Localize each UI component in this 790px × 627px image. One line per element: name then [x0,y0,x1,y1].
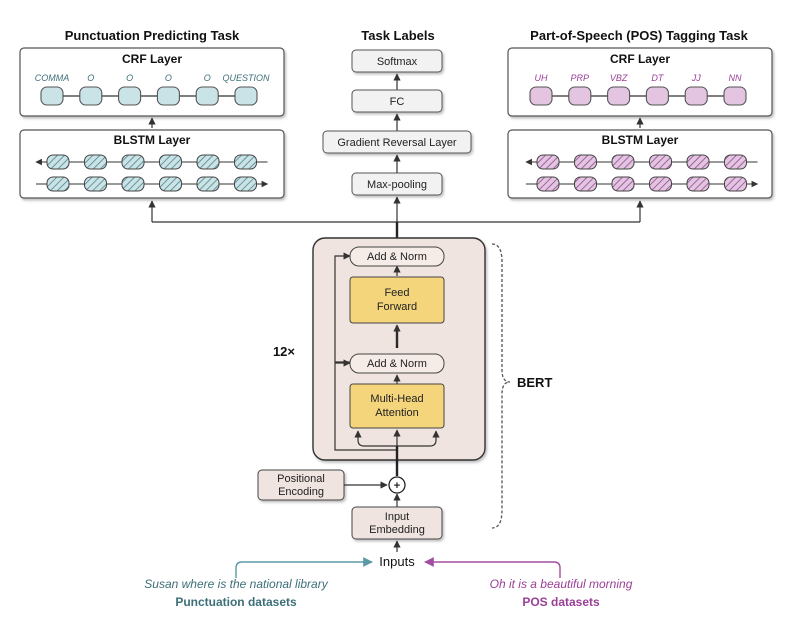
punct-crf-tag: COMMA [35,73,70,83]
pos-blstm-cell [649,176,672,192]
punct-crf-title: CRF Layer [122,52,182,66]
pos-crf-title: CRF Layer [610,52,670,66]
punct-crf-node [234,86,258,106]
punct-blstm-cell [159,176,182,192]
embedding-label-2: Embedding [369,524,425,536]
bert-label: BERT [517,375,552,390]
pos-crf-tag: NN [729,73,742,83]
fc-label: FC [390,96,405,108]
punct-crf-node [40,86,64,106]
punct-crf-node [118,86,142,106]
pos-blstm-cell [574,154,597,170]
pos-crf-tag: VBZ [610,73,628,83]
punct-blstm-cell [46,154,70,170]
add-norm-top-box: Add & Norm [349,246,445,267]
punct-blstm-cell [84,176,107,192]
punct-crf-node [79,86,103,106]
positional-encoding-box: Positional Encoding [257,469,345,501]
pos-task-title: Part-of-Speech (POS) Tagging Task [530,28,748,43]
feed-forward-box: Feed Forward [349,276,445,324]
punct-crf-node [156,86,180,106]
softmax-box: Softmax [351,49,443,73]
punct-dataset-arrow [235,557,373,578]
repeat-count: 12× [273,344,295,359]
pos-crf-tag: DT [651,73,664,83]
pos-crf-node [645,86,669,106]
pos-dataset-arrow [424,557,561,578]
pos-blstm-layer: BLSTM Layer [507,129,773,199]
punct-crf-tag: QUESTION [222,73,270,83]
pos-crf-node [529,86,553,106]
pos-blstm-cell [574,176,597,192]
pos-dataset-name: POS datasets [522,595,600,609]
pos-blstm-cell [686,176,710,192]
add-norm-top-label: Add & Norm [367,251,427,263]
punct-example-sentence: Susan where is the national library [144,577,328,591]
punct-blstm-cell [84,154,107,170]
max-pooling-label: Max-pooling [367,179,427,191]
pos-crf-node [684,86,708,106]
punct-crf-tag: O [126,73,133,83]
pos-blstm-title: BLSTM Layer [602,133,679,147]
punct-blstm-cell [196,154,220,170]
add-norm-bottom-box: Add & Norm [349,353,445,374]
pos-blstm-cell [536,176,560,192]
punct-blstm-cell [234,154,257,170]
punct-blstm-cell [196,176,220,192]
multi-head-attention-box: Multi-Head Attention [349,383,445,429]
pos-blstm-cell [536,154,560,170]
punct-crf-layer: CRF Layer COMMA O O O O QUESTION [19,47,285,117]
mha-label-1: Multi-Head [370,393,423,405]
punct-crf-tag: O [204,73,211,83]
punct-crf-tag: O [87,73,94,83]
mha-label-2: Attention [375,407,418,419]
embedding-label-1: Input [385,511,409,523]
add-node-symbol: + [394,480,400,492]
feed-forward-label-2: Forward [377,301,417,313]
positional-label-1: Positional [277,473,325,485]
attention-inputs [354,429,440,476]
pos-crf-node [723,86,747,106]
task-labels-title: Task Labels [361,28,434,43]
pos-blstm-cell [649,154,672,170]
punct-blstm-title: BLSTM Layer [114,133,191,147]
punct-task-title: Punctuation Predicting Task [65,28,240,43]
pos-example-sentence: Oh it is a beautiful morning [490,577,633,591]
pos-crf-node [607,86,631,106]
pos-blstm-cell [611,176,635,192]
max-pooling-box: Max-pooling [351,172,443,196]
gradient-reversal-label: Gradient Reversal Layer [337,137,457,149]
pos-blstm-cell [724,176,747,192]
punct-crf-tag: O [165,73,172,83]
punct-blstm-cell [234,176,257,192]
gradient-reversal-box: Gradient Reversal Layer [322,130,472,154]
punct-crf-node [195,86,219,106]
punct-dataset-name: Punctuation datasets [175,595,297,609]
punct-blstm-cell [159,154,182,170]
pos-blstm-cell [686,154,710,170]
pos-crf-tag: JJ [691,73,702,83]
feed-forward-label-1: Feed [384,287,409,299]
punct-blstm-cell [46,176,70,192]
pos-crf-tag: PRP [571,73,590,83]
softmax-label: Softmax [377,56,418,68]
inputs-label: Inputs [379,554,415,569]
bert-brace: BERT [491,243,552,529]
pos-crf-tag: UH [535,73,548,83]
punct-blstm-cell [121,176,145,192]
pos-crf-layer: CRF Layer UH PRP VBZ DT JJ NN [507,47,773,117]
punct-blstm-layer: BLSTM Layer [19,129,285,199]
fc-box: FC [351,89,443,113]
pos-crf-node [568,86,592,106]
positional-label-2: Encoding [278,486,324,498]
pos-blstm-cell [611,154,635,170]
pos-blstm-cell [724,154,747,170]
punct-blstm-cell [121,154,145,170]
add-norm-bottom-label: Add & Norm [367,358,427,370]
input-embedding-box: Input Embedding [351,506,443,540]
add-node: + [388,476,406,494]
